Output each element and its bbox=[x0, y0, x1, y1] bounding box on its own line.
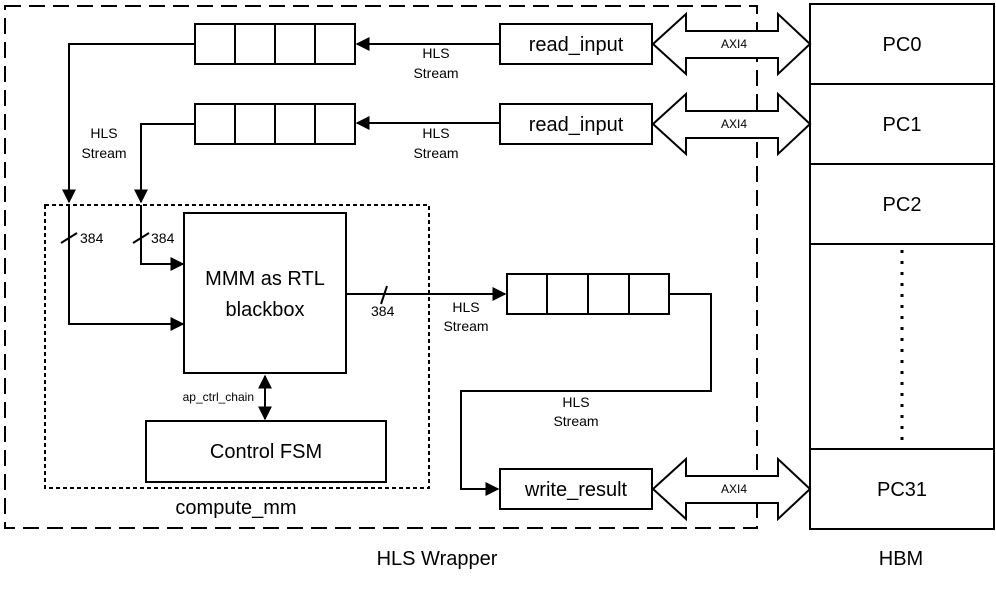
stream-fifo-output-to-write bbox=[460, 293, 712, 496]
fifo-buffer-output bbox=[506, 273, 670, 315]
stream-label-3-line1: HLS bbox=[452, 299, 479, 315]
hls-wrapper-label: HLS Wrapper bbox=[377, 548, 498, 570]
write-result-module[interactable] bbox=[499, 468, 653, 510]
stream-label-4-line2: Stream bbox=[553, 413, 598, 429]
fifo-buffer-0 bbox=[194, 23, 356, 65]
ap-ctrl-chain-label: ap_ctrl_chain bbox=[183, 390, 254, 404]
hbm-pc2-label: PC2 bbox=[883, 194, 922, 216]
axi4-label-1: AXI4 bbox=[721, 117, 747, 131]
hbm-pc31-label: PC31 bbox=[877, 479, 927, 501]
stream-label-3-line2: Stream bbox=[443, 318, 488, 334]
stream-label-1-line1: HLS bbox=[422, 125, 449, 141]
hbm-label: HBM bbox=[879, 548, 923, 570]
hbm-block: PC0 PC1 PC2 PC31 bbox=[809, 3, 995, 530]
blackbox-label-line2: blackbox bbox=[226, 299, 305, 321]
bus-width-label-2: 384 bbox=[371, 303, 395, 319]
wire-fifo0-to-blackbox-lower bbox=[68, 205, 185, 331]
stream-fifo1-to-blackbox bbox=[134, 123, 195, 204]
axi4-label-2: AXI4 bbox=[721, 482, 747, 496]
read-input-label-0: read_input bbox=[529, 34, 624, 56]
axi4-arrow-1 bbox=[651, 91, 812, 157]
hbm-channel-pc31[interactable] bbox=[809, 448, 995, 530]
wire-fifo1-to-blackbox-upper bbox=[140, 205, 185, 271]
hls-wrapper-boundary bbox=[4, 5, 758, 529]
stream-label-1-line2: Stream bbox=[413, 145, 458, 161]
compute-mm-boundary bbox=[44, 204, 430, 489]
blackbox-label-line1: MMM as RTL bbox=[205, 268, 325, 290]
stream-label-4-line1: HLS bbox=[562, 394, 589, 410]
hbm-channel-gap bbox=[809, 243, 995, 450]
control-fsm-box[interactable] bbox=[145, 420, 387, 483]
axi4-label-0: AXI4 bbox=[721, 37, 747, 51]
bus-width-tick-0 bbox=[60, 232, 78, 244]
compute-mm-label: compute_mm bbox=[175, 497, 296, 519]
write-result-label: write_result bbox=[524, 479, 628, 501]
control-fsm-label: Control FSM bbox=[210, 441, 322, 463]
stream-label-0-line2: Stream bbox=[413, 65, 458, 81]
bus-width-tick-1 bbox=[132, 232, 150, 244]
bus-width-label-0: 384 bbox=[80, 230, 104, 246]
stream-label-2-line2: Stream bbox=[81, 145, 126, 161]
bus-width-tick-2 bbox=[380, 285, 388, 305]
stream-fifo0-to-blackbox bbox=[62, 43, 195, 204]
hbm-channel-pc1[interactable] bbox=[809, 83, 995, 165]
axi4-arrow-2 bbox=[651, 456, 812, 522]
stream-label-0-line1: HLS bbox=[422, 45, 449, 61]
hbm-pc1-label: PC1 bbox=[883, 114, 922, 136]
hbm-channel-pc2[interactable] bbox=[809, 163, 995, 245]
bus-width-label-1: 384 bbox=[151, 230, 175, 246]
axi4-arrow-0 bbox=[651, 11, 812, 77]
fifo-buffer-1 bbox=[194, 103, 356, 145]
hbm-pc0-label: PC0 bbox=[883, 34, 922, 56]
stream-label-2-line1: HLS bbox=[90, 125, 117, 141]
read-input-module-1[interactable] bbox=[499, 103, 653, 145]
read-input-label-1: read_input bbox=[529, 114, 624, 136]
mmm-rtl-blackbox[interactable] bbox=[183, 212, 347, 374]
read-input-module-0[interactable] bbox=[499, 23, 653, 65]
